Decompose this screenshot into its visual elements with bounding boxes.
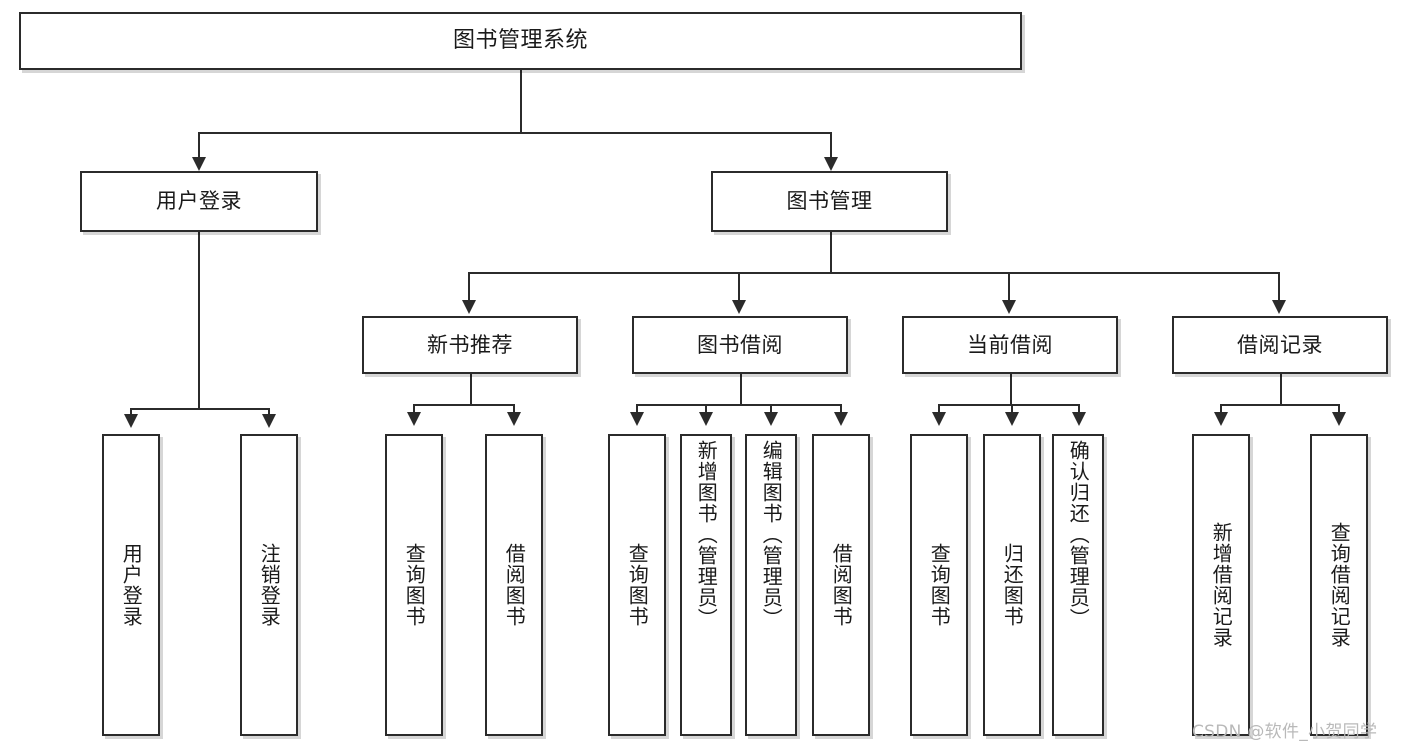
node-new-book-recommend[interactable]: 新书推荐 [362,316,578,374]
connector-user-login-bus [130,408,270,410]
arrowhead-leaf-add-book [699,412,713,426]
node-current-borrow-label: 当前借阅 [967,332,1053,357]
node-root-label: 图书管理系统 [452,28,588,53]
node-leaf-user-login-label: 用户登录 [119,543,144,627]
connector-root-stem [520,70,522,133]
node-leaf-query-book-3[interactable]: 查询图书 [910,434,968,736]
connector-to-new-book-recommend [468,272,470,302]
arrowhead-leaf-query-record [1332,412,1346,426]
node-leaf-query-book-1-label: 查询图书 [402,543,427,627]
node-book-borrow[interactable]: 图书借阅 [632,316,848,374]
connector-new-book-b2 [513,404,515,416]
connector-to-book-borrow [738,272,740,302]
connector-user-login-b2 [268,408,270,418]
node-leaf-return-book-label: 归还图书 [1000,543,1025,627]
node-leaf-edit-book[interactable]: 编辑图书（管理员） [745,434,797,736]
node-leaf-query-book-2-label: 查询图书 [625,543,650,627]
connector-current-borrow-stem [1010,374,1012,405]
node-borrow-record-label: 借阅记录 [1237,332,1323,357]
arrowhead-leaf-user-logout [262,414,276,428]
arrowhead-leaf-add-record [1214,412,1228,426]
node-root[interactable]: 图书管理系统 [19,12,1022,70]
node-leaf-add-book-label: 新增图书（管理员） [694,440,719,629]
connector-current-borrow-b2 [1011,404,1013,416]
connector-book-borrow-stem [740,374,742,405]
node-leaf-query-book-2[interactable]: 查询图书 [608,434,666,736]
node-leaf-borrow-book-2[interactable]: 借阅图书 [812,434,870,736]
connector-borrow-record-b1 [1220,404,1222,416]
connector-root-to-user-login [198,132,200,161]
connector-current-borrow-bus [938,404,1080,406]
connector-borrow-record-bus [1220,404,1339,406]
connector-new-book-bus [413,404,514,406]
arrowhead-leaf-query-book-3 [932,412,946,426]
arrowhead-leaf-edit-book [764,412,778,426]
arrowhead-leaf-query-book-2 [630,412,644,426]
node-leaf-user-login[interactable]: 用户登录 [102,434,160,736]
node-leaf-user-logout[interactable]: 注销登录 [240,434,298,736]
connector-current-borrow-b3 [1078,404,1080,416]
node-leaf-add-book[interactable]: 新增图书（管理员） [680,434,732,736]
connector-current-borrow-b1 [938,404,940,416]
node-borrow-record[interactable]: 借阅记录 [1172,316,1388,374]
arrowhead-leaf-query-book-1 [407,412,421,426]
arrowhead-book-management [824,157,838,171]
connector-borrow-record-b2 [1338,404,1340,416]
connector-new-book-stem [470,374,472,405]
node-book-management-label: 图书管理 [786,189,873,213]
arrowhead-leaf-user-login [124,414,138,428]
node-user-login-label: 用户登录 [156,189,242,213]
arrowhead-current-borrow [1002,300,1016,314]
node-leaf-edit-book-label: 编辑图书（管理员） [759,440,784,629]
connector-book-borrow-b4 [840,404,842,416]
connector-book-management-stem [830,232,832,273]
connector-to-current-borrow [1008,272,1010,302]
connector-to-borrow-record [1278,272,1280,302]
node-leaf-query-book-3-label: 查询图书 [927,543,952,627]
arrowhead-borrow-record [1272,300,1286,314]
node-leaf-query-record[interactable]: 查询借阅记录 [1310,434,1368,736]
node-leaf-add-record-label: 新增借阅记录 [1209,522,1234,648]
node-current-borrow[interactable]: 当前借阅 [902,316,1118,374]
connector-book-borrow-b1 [636,404,638,416]
node-user-login[interactable]: 用户登录 [80,171,318,232]
connector-level3-bus [468,272,1280,274]
connector-borrow-record-stem [1280,374,1282,405]
arrowhead-leaf-borrow-book-2 [834,412,848,426]
node-leaf-add-record[interactable]: 新增借阅记录 [1192,434,1250,736]
connector-user-login-b1 [130,408,132,418]
node-leaf-user-logout-label: 注销登录 [257,543,282,627]
node-leaf-return-book[interactable]: 归还图书 [983,434,1041,736]
connector-new-book-b1 [413,404,415,416]
node-book-borrow-label: 图书借阅 [697,332,783,357]
arrowhead-user-login [192,157,206,171]
node-leaf-confirm-return[interactable]: 确认归还（管理员） [1052,434,1104,736]
connector-root-to-book-management [830,132,832,161]
connector-book-borrow-bus [636,404,841,406]
arrowhead-new-book-recommend [462,300,476,314]
node-leaf-borrow-book-2-label: 借阅图书 [829,543,854,627]
node-leaf-borrow-book-1-label: 借阅图书 [502,543,527,627]
connector-book-borrow-b2 [705,404,707,416]
watermark-text: CSDN @软件_小贺同学 [1192,722,1378,742]
node-new-book-recommend-label: 新书推荐 [427,332,513,357]
node-leaf-confirm-return-label: 确认归还（管理员） [1066,440,1091,629]
connector-book-borrow-b3 [770,404,772,416]
node-leaf-query-book-1[interactable]: 查询图书 [385,434,443,736]
node-book-management[interactable]: 图书管理 [711,171,948,232]
arrowhead-leaf-return-book [1005,412,1019,426]
arrowhead-book-borrow [732,300,746,314]
node-leaf-query-record-label: 查询借阅记录 [1327,522,1352,648]
arrowhead-leaf-confirm-return [1072,412,1086,426]
connector-root-bus [198,132,832,134]
connector-user-login-stem [198,232,200,409]
arrowhead-leaf-borrow-book-1 [507,412,521,426]
node-leaf-borrow-book-1[interactable]: 借阅图书 [485,434,543,736]
